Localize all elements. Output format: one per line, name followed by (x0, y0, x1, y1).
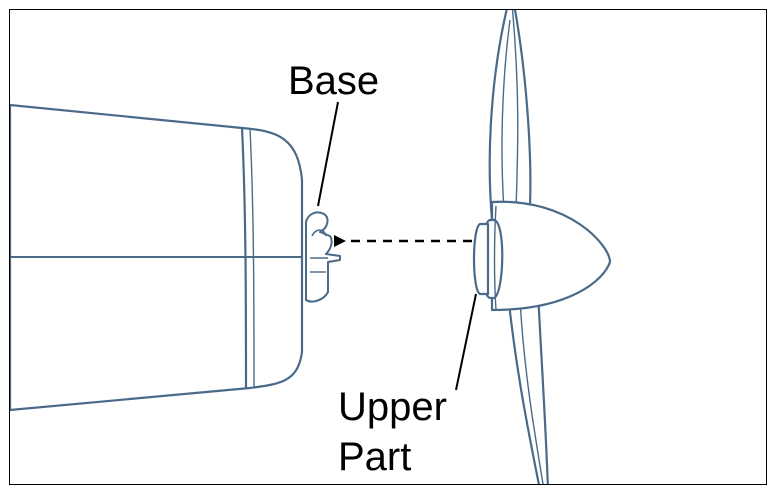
upper-blade (488, 10, 532, 222)
cowling-seam (240, 127, 248, 389)
aircraft-nose (10, 103, 304, 412)
diagram-svg (10, 10, 612, 484)
spinner-rim (472, 222, 490, 296)
upper-part-label-line1: Upper (338, 385, 447, 429)
spinner-base (305, 211, 341, 303)
spinner-cone (490, 200, 612, 312)
base-leader-line (317, 101, 339, 207)
cowling-seam-inner (249, 128, 255, 388)
spinner-upper-part (472, 200, 612, 312)
upper-part-label-line2: Part (338, 435, 412, 479)
upper-part-leader-line (455, 293, 477, 391)
base-label: Base (288, 59, 380, 103)
diagram-frame: Base Upper Part (9, 9, 767, 485)
propeller (488, 10, 549, 484)
